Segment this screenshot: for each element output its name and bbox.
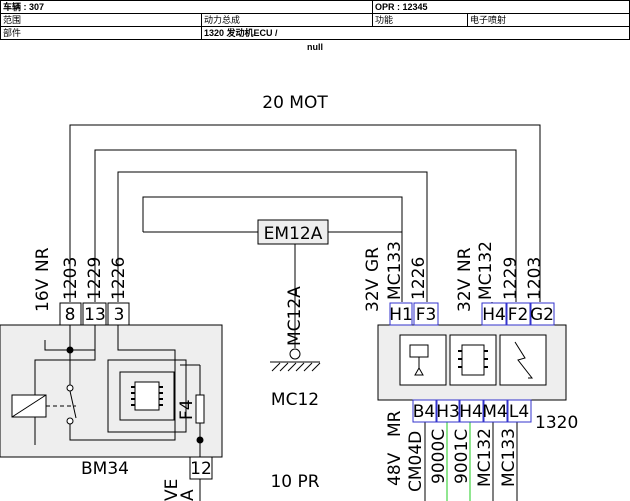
ecu-lightning-panel <box>499 334 547 386</box>
ecu-pin-b4: B4 <box>413 402 435 422</box>
ecu-pin-box-h3 <box>436 399 460 423</box>
bottom-mr: MR <box>385 410 405 437</box>
em12a-box <box>257 219 329 245</box>
left-1226: 1226 <box>109 257 129 300</box>
right-1229: 1229 <box>501 257 521 300</box>
ve-label: VE <box>162 479 182 501</box>
ecu-pin-f2: F2 <box>508 305 529 325</box>
bottom-mc132: MC132 <box>475 428 495 487</box>
part-label: 部件 <box>0 26 202 40</box>
part-value: 1320 发动机ECU / <box>201 26 630 40</box>
header-row-part: 部件 1320 发动机ECU / <box>0 26 630 40</box>
bottom-title: 10 PR <box>270 472 319 492</box>
ecu-pin-h4-bottom: H4 <box>459 402 483 422</box>
ecu-pin-box-f2 <box>506 302 531 326</box>
a-label: A <box>178 489 198 501</box>
ecu-pin-m4: M4 <box>482 402 507 422</box>
left-1203: 1203 <box>61 257 81 300</box>
right-1203: 1203 <box>525 257 545 300</box>
em12a-label: EM12A <box>264 224 323 244</box>
wire-1229 <box>94 149 517 302</box>
ecu-pin-box-f3 <box>413 302 439 326</box>
ecu-pin-h4-top: H4 <box>482 305 506 325</box>
top-title: 20 MOT <box>262 93 328 113</box>
left-nr: NR <box>33 247 53 272</box>
fuse-f4 <box>195 394 205 424</box>
bm34-chip <box>134 381 160 411</box>
mc12-label: MC12 <box>271 390 319 410</box>
ecu-pin-box-h4-top <box>481 302 507 326</box>
ecu-chip-panel <box>449 334 497 386</box>
ecu-pin-g2: G2 <box>530 305 554 325</box>
ecu-pin-box-h4-bottom <box>459 399 484 423</box>
ecu-pin-box-l4 <box>507 399 532 423</box>
ecu-pin-f3: F3 <box>416 305 437 325</box>
right-gr: GR <box>363 247 383 272</box>
right-32v-a: 32V <box>363 278 383 312</box>
ecu-pin-box-b4 <box>412 399 437 423</box>
right-nr: NR <box>455 247 475 272</box>
ecu-pin-h1: H1 <box>389 305 413 325</box>
ecu-pin-box-g2 <box>530 302 555 326</box>
ecu-id-label: 1320 <box>535 413 578 433</box>
left-pin-8: 8 <box>65 305 76 325</box>
bottom-48v: 48V <box>385 452 405 486</box>
left-pin-3: 3 <box>114 305 125 325</box>
ground-node <box>289 348 301 360</box>
bottom-cm04d: CM04D <box>406 431 426 492</box>
bm34-box <box>0 324 223 458</box>
right-32v-b: 32V <box>455 278 475 312</box>
mc12a-label: MC12A <box>285 286 305 346</box>
bottom-9000c: 9000C <box>429 429 449 484</box>
bm34-label: BM34 <box>81 459 129 479</box>
bottom-9001c: 9001C <box>452 429 472 484</box>
left-16v: 16V <box>33 278 53 312</box>
ecu-pin-box-h1 <box>389 302 413 326</box>
f4-label: F4 <box>177 399 197 420</box>
right-mc133: MC133 <box>385 241 405 300</box>
wire-em12a-loop <box>142 196 403 302</box>
header-row-vehicle: 车辆 : 307 OPR : 12345 <box>0 0 630 14</box>
ecu-pin-h3: H3 <box>436 402 460 422</box>
ecu-pin-box-m4 <box>483 399 508 423</box>
right-1226: 1226 <box>409 257 429 300</box>
ecu-injector-panel <box>399 334 447 386</box>
left-pin-13: 13 <box>84 305 106 325</box>
wire-1226 <box>117 171 428 302</box>
pin-12: 12 <box>190 459 212 479</box>
bottom-mc133: MC133 <box>499 428 519 487</box>
ecu-pin-l4: L4 <box>509 402 529 422</box>
pin-box-12 <box>189 456 213 480</box>
right-mc132: MC132 <box>476 241 496 300</box>
header-table: 车辆 : 307 OPR : 12345 范围 动力总成 功能 电子喷射 部件 … <box>0 0 630 40</box>
null-text: null <box>307 42 323 52</box>
left-1229: 1229 <box>85 257 105 300</box>
wire-1203 <box>69 124 541 302</box>
